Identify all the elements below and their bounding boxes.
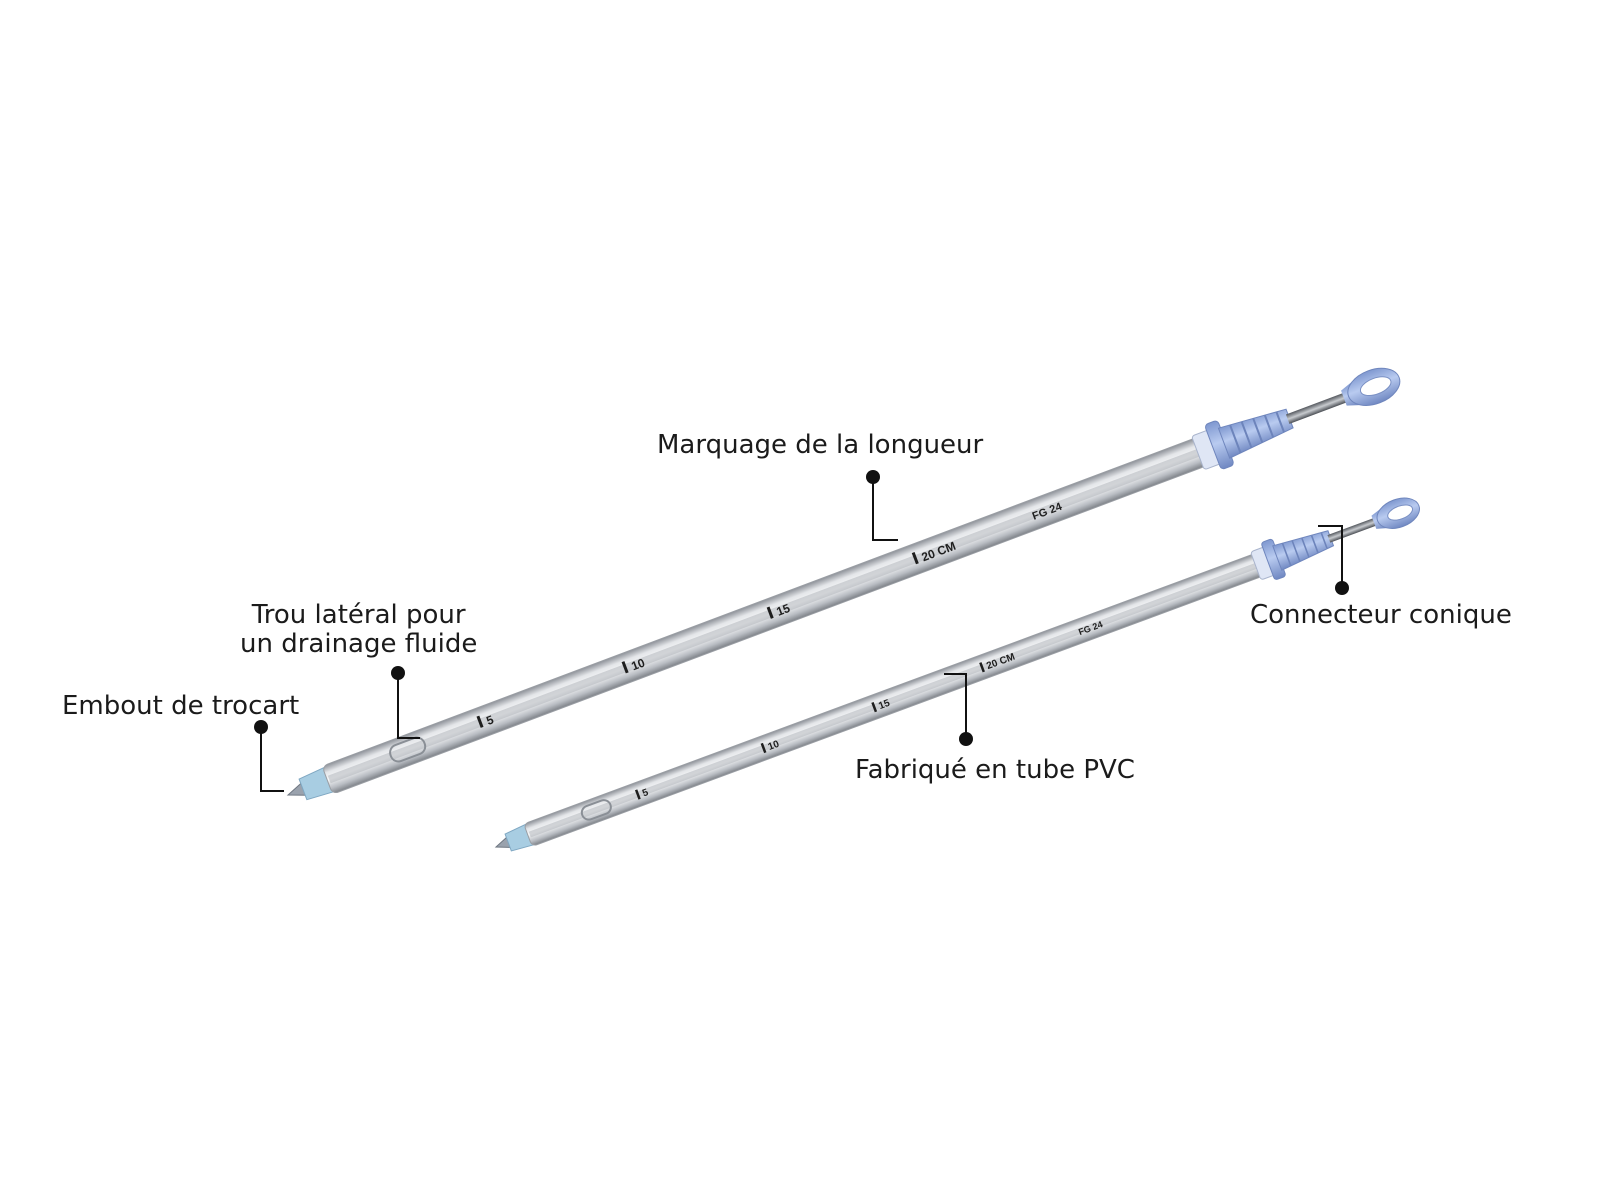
marking-5: 5 <box>641 787 650 799</box>
chest-drain-small: 5 10 15 20 CM FG 24 <box>494 497 1420 852</box>
leader-length-marking <box>866 470 898 541</box>
marking-15: 15 <box>775 601 793 619</box>
leader-side-hole <box>391 666 420 739</box>
marking-15: 15 <box>877 698 892 712</box>
side-hole <box>580 799 612 821</box>
leader-tapered-connector <box>1318 525 1349 595</box>
callout-leaders <box>254 470 1349 792</box>
marking-10: 10 <box>767 739 782 753</box>
leader-pvc-tube <box>944 673 973 746</box>
tapered-connector <box>1191 408 1294 470</box>
leader-trocar-tip <box>254 720 284 792</box>
callout-pvc-tube: Fabriqué en tube PVC <box>855 755 1135 785</box>
side-hole <box>389 736 427 763</box>
callout-side-hole: Trou latéral pour un drainage fluide <box>240 600 478 659</box>
trocar-handle <box>1341 367 1401 406</box>
trocar-rod <box>1327 517 1380 543</box>
callout-trocar-tip: Embout de trocart <box>62 691 300 721</box>
tapered-connector <box>1250 530 1335 580</box>
marking-5: 5 <box>484 712 495 728</box>
callout-tapered-connector: Connecteur conique <box>1250 600 1512 630</box>
trocar-rod <box>1285 392 1350 424</box>
callout-length-marking: Marquage de la longueur <box>657 430 984 460</box>
trocar-handle <box>1371 497 1420 529</box>
chest-drain-large: 5 10 15 20 CM FG 24 <box>286 367 1401 801</box>
marking-10: 10 <box>629 655 647 673</box>
